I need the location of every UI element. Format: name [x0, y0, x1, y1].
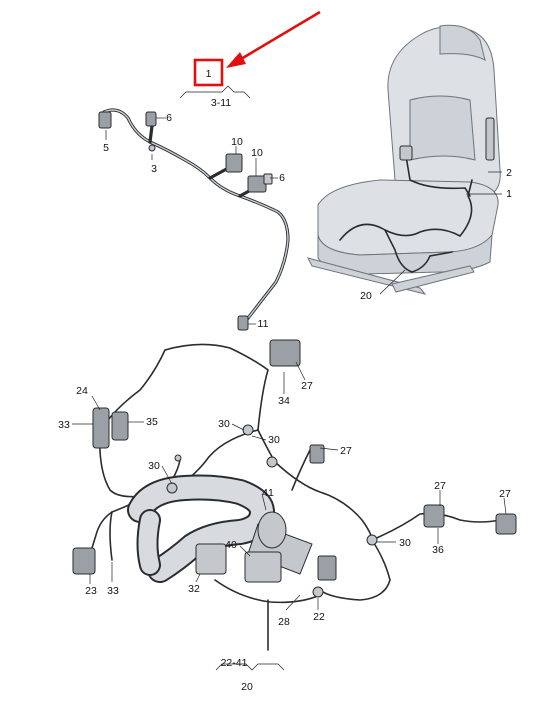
callout-41: 41 — [262, 487, 274, 499]
leader-lines — [72, 85, 507, 671]
callout-10-left: 10 — [231, 136, 243, 148]
callout-27-a: 27 — [301, 380, 313, 392]
callout-6-top: 6 — [166, 112, 172, 124]
callout-27-c: 27 — [434, 480, 446, 492]
callout-5: 5 — [103, 142, 109, 154]
callout-33-bottom: 33 — [107, 585, 119, 597]
callout-22: 22 — [313, 611, 325, 623]
seat-illustration — [307, 24, 501, 295]
callout-30-d: 30 — [399, 537, 411, 549]
callout-1: 1 — [506, 188, 512, 200]
callout-2: 2 — [506, 167, 512, 179]
callout-3-11: 3-11 — [211, 97, 231, 109]
callout-11: 11 — [258, 318, 269, 330]
callout-24: 24 — [76, 385, 88, 397]
callout-32: 32 — [188, 583, 200, 595]
callout-33-left: 33 — [58, 419, 70, 431]
highlight-arrow-head — [226, 52, 246, 68]
callout-3: 3 — [151, 163, 157, 175]
callouts: 3-11 5 6 3 10 10 6 11 2 1 20 24 27 34 33… — [58, 97, 512, 693]
highlight-label: 1 — [206, 68, 212, 80]
callout-36: 36 — [432, 544, 444, 556]
harness-part-20 — [72, 339, 517, 651]
callout-40: 40 — [225, 539, 237, 551]
callout-20-bottom: 20 — [241, 681, 253, 693]
callout-30-a: 30 — [218, 418, 230, 430]
harness-part-1 — [98, 108, 290, 331]
callout-35: 35 — [146, 416, 158, 428]
highlight-box — [193, 58, 224, 87]
highlight-marker: 1 — [193, 10, 321, 87]
callout-30-b: 30 — [268, 434, 280, 446]
callout-20-seat: 20 — [360, 290, 372, 302]
callout-10-right: 10 — [251, 147, 263, 159]
callout-27-b: 27 — [340, 445, 352, 457]
callout-28: 28 — [278, 616, 290, 628]
highlight-arrow-shaft — [235, 10, 321, 64]
callout-27-d: 27 — [499, 488, 511, 500]
callout-6-right: 6 — [279, 172, 285, 184]
callout-34: 34 — [278, 395, 290, 407]
callout-23: 23 — [85, 585, 97, 597]
callout-22-41: 22-41 — [221, 657, 248, 669]
callout-30-c: 30 — [148, 460, 160, 472]
